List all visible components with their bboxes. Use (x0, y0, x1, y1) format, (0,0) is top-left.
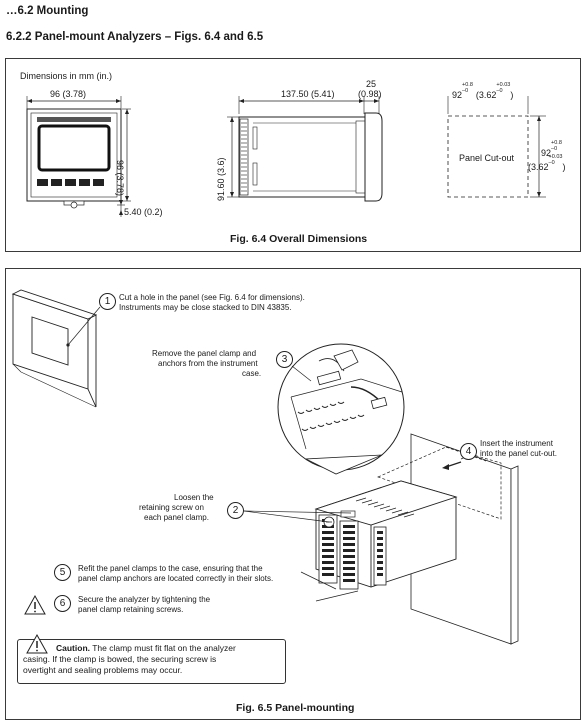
step-6-text-line-1: Secure the analyzer by tightening the (78, 595, 211, 604)
cutout-height-in-tolerance: +0.03–0 (549, 154, 563, 166)
side-height-dimension: 91.60 (3.6) (216, 157, 226, 201)
caution-label: Caution. (56, 643, 90, 653)
cutout-height-dimension-mm: 92+0.8–0 (541, 140, 562, 158)
tol-plus: +0.8 (462, 82, 473, 88)
step-5-text-line-2: panel clamp anchors are located correctl… (78, 574, 274, 583)
warning-icon (26, 633, 48, 654)
step-3-text-line-2: anchors from the instrument (158, 359, 258, 368)
step-number-2: 2 (227, 502, 244, 519)
cutout-height-dimension-in: (3.62+0.03–0) (528, 154, 565, 172)
tol-minus: –0 (496, 88, 503, 94)
step-1-text-line-2: Instruments may be close stacked to DIN … (119, 303, 292, 312)
paren-close: ) (562, 162, 566, 172)
step-2-text-line-2: retaining screw on (139, 503, 204, 512)
step-number-5: 5 (54, 564, 71, 581)
cutout-width-in-tolerance: +0.03–0 (496, 82, 510, 94)
cutout-height-in: (3.62 (528, 162, 549, 172)
step-3-text-line-3: case. (242, 369, 262, 378)
cutout-width-dimension: 92+0.8–0(3.62+0.03–0) (452, 82, 513, 100)
step-2-text-line-1: Loosen the (174, 493, 214, 502)
caution-text: The clamp must fit flat on the analyzer (90, 643, 236, 653)
figure-6-4-frame: Dimensions in mm (in.) (5, 58, 581, 252)
step-6-text-line-2: panel clamp retaining screws. (78, 605, 184, 614)
section-title: …6.2 Mounting (6, 5, 89, 17)
caution-line-1: Caution. The clamp must fit flat on the … (56, 643, 236, 654)
front-width-dimension: 96 (3.78) (50, 89, 87, 99)
cutout-height-tolerance: +0.8–0 (551, 140, 562, 152)
front-height-dimension: 96 (3.78) (115, 160, 125, 197)
cutout-height-mm: 92 (541, 148, 552, 158)
caution-box: Caution. The clamp must fit flat on the … (17, 633, 286, 684)
subsection-title: 6.2.2 Panel-mount Analyzers – Figs. 6.4 … (6, 31, 264, 43)
cutout-width-tolerance: +0.8–0 (462, 82, 473, 94)
bezel-depth-mm: 25 (366, 79, 377, 89)
tol-minus: –0 (548, 160, 555, 166)
caution-line-2: casing. If the clamp is bowed, the secur… (23, 654, 217, 664)
step-number-4: 4 (460, 443, 477, 460)
cutout-width-mm: 92 (452, 90, 463, 100)
tol-minus: –0 (462, 88, 469, 94)
caution-line-3: overtight and sealing problems may occur… (23, 665, 183, 675)
step-3-text-line-1: Remove the panel clamp and (152, 349, 257, 358)
front-view-drawing (26, 96, 546, 217)
depth-dimension: 137.50 (5.41) (281, 89, 335, 99)
tol-plus: +0.03 (548, 154, 563, 160)
panel-cutout-label: Panel Cut-out (459, 153, 515, 163)
paren-close: ) (510, 90, 514, 100)
step-1-text-line-1: Cut a hole in the panel (see Fig. 6.4 fo… (119, 293, 305, 302)
step-5-text-line-1: Refit the panel clamps to the case, ensu… (78, 564, 263, 573)
figure-6-5-frame: 1 Cut a hole in the panel (see Fig. 6.4 … (5, 268, 581, 720)
figure-6-5-caption: Fig. 6.5 Panel-mounting (236, 702, 355, 714)
dimensions-units-label: Dimensions in mm (in.) (20, 71, 113, 81)
panel-mounting-illustration (11, 289, 519, 645)
bottom-offset-dimension: 5.40 (0.2) (124, 207, 163, 217)
step-4-text-line-2: into the panel cut-out. (480, 449, 557, 458)
bezel-depth-in: (0.98) (358, 89, 382, 99)
tol-plus: +0.8 (551, 140, 562, 146)
step-number-1: 1 (99, 293, 116, 310)
tol-minus: –0 (551, 146, 558, 152)
tol-plus: +0.03 (496, 82, 511, 88)
step-2-text-line-3: each panel clamp. (144, 513, 209, 522)
cutout-width-in: (3.62 (475, 90, 497, 100)
step-number-6: 6 (54, 595, 71, 612)
step-4-text-line-1: Insert the instrument (480, 439, 553, 448)
step-number-3: 3 (276, 351, 293, 368)
figure-6-4-caption: Fig. 6.4 Overall Dimensions (230, 233, 368, 245)
